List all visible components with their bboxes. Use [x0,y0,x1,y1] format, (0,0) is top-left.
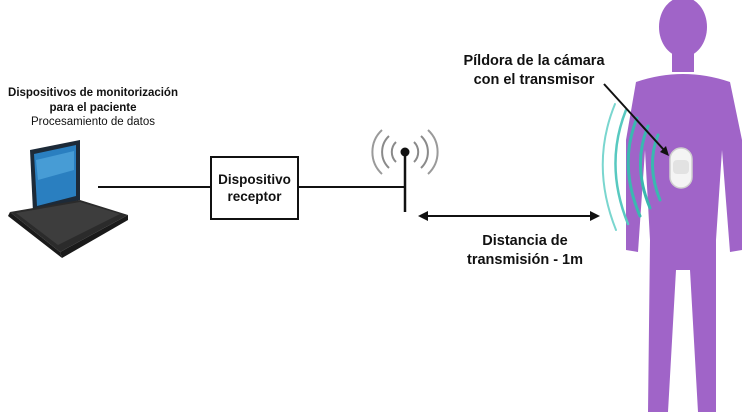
monitor-processing: Procesamiento de datos [30,116,156,128]
distance-label-line2: transmisión - 1m [466,252,584,268]
human-body-icon [626,0,742,412]
distance-label-line1: Distancia de [482,233,568,249]
pill-label-line2: con el transmisor [473,72,595,88]
receiver-box: Dispositivo receptor [210,156,299,220]
monitor-title: Dispositivos de monitorización [8,87,178,99]
pill-pointer [603,83,669,156]
laptop-icon [8,140,128,258]
receiver-line2: receptor [227,189,282,204]
monitor-subtitle: para el paciente [49,102,137,114]
antenna-icon [371,129,439,212]
receiver-label: Dispositivo receptor [218,171,291,205]
camera-pill-icon [669,147,693,189]
distance-arrow [418,211,600,221]
pill-label-line1: Píldora de la cámara [463,53,605,69]
receiver-line1: Dispositivo [218,172,291,187]
